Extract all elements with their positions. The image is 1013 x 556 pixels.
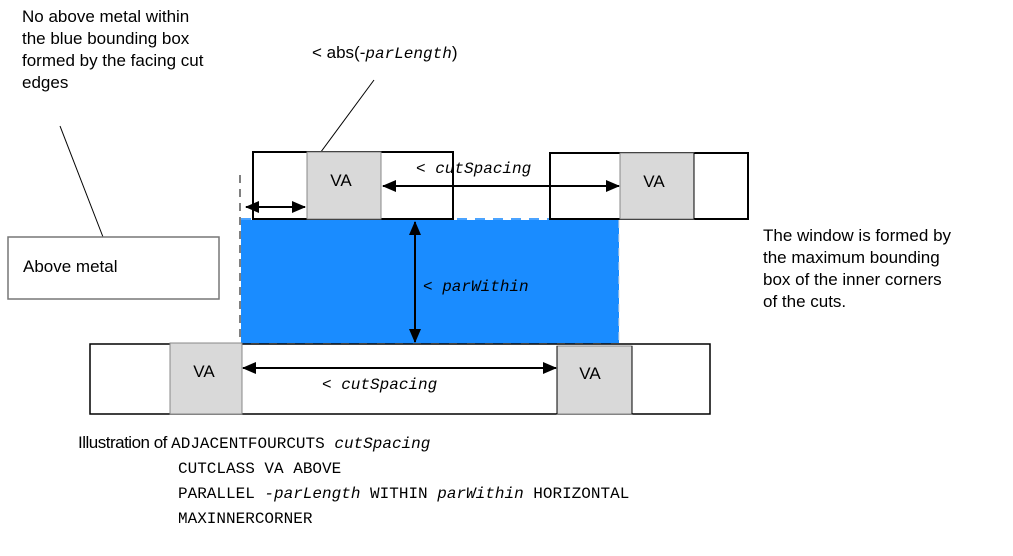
above-metal-label: Above metal — [23, 257, 118, 276]
note-line: formed by the facing cut — [22, 51, 204, 70]
note-line: edges — [22, 73, 69, 92]
cut-label-top-left: VA — [330, 171, 352, 190]
cutspacing-top-label: < cutSpacing — [416, 160, 532, 178]
note-line: of the cuts. — [763, 292, 847, 311]
cut-top-right — [619, 152, 695, 220]
cut-top-left — [306, 151, 382, 220]
note-line: the maximum bounding — [763, 248, 940, 267]
no-above-metal-note: No above metal within the blue bounding … — [22, 6, 203, 94]
caption: Illustration of ADJACENTFOURCUTS cutSpac… — [78, 430, 629, 532]
leader-line-above-metal — [59, 125, 104, 238]
cut-label-bottom-right: VA — [579, 364, 601, 383]
note-line: No above metal within — [22, 7, 190, 26]
note-line: box of the inner corners — [763, 270, 942, 289]
cut-bottom-left — [169, 342, 243, 415]
parwithin-label: < parWithin — [423, 278, 529, 296]
caption-line-3: PARALLEL -parLength WITHIN parWithin HOR… — [178, 485, 630, 503]
caption-line-1: Illustration of ADJACENTFOURCUTS cutSpac… — [78, 433, 431, 453]
cut-label-top-right: VA — [643, 172, 665, 191]
above-metal-box — [7, 236, 220, 300]
caption-line-2: CUTCLASS VA ABOVE — [178, 460, 342, 478]
blue-window — [241, 220, 619, 343]
note-line: The window is formed by — [763, 226, 952, 245]
cutspacing-bottom-label: < cutSpacing — [322, 376, 438, 394]
cut-bottom-right — [556, 345, 633, 415]
window-formation-note: The window is formed by the maximum boun… — [763, 225, 951, 313]
cut-label-bottom-left: VA — [193, 362, 215, 381]
note-line: the blue bounding box — [22, 29, 190, 48]
caption-line-4: MAXINNERCORNER — [178, 510, 313, 528]
abs-parlength-label: < abs(-parLength) — [312, 43, 457, 63]
